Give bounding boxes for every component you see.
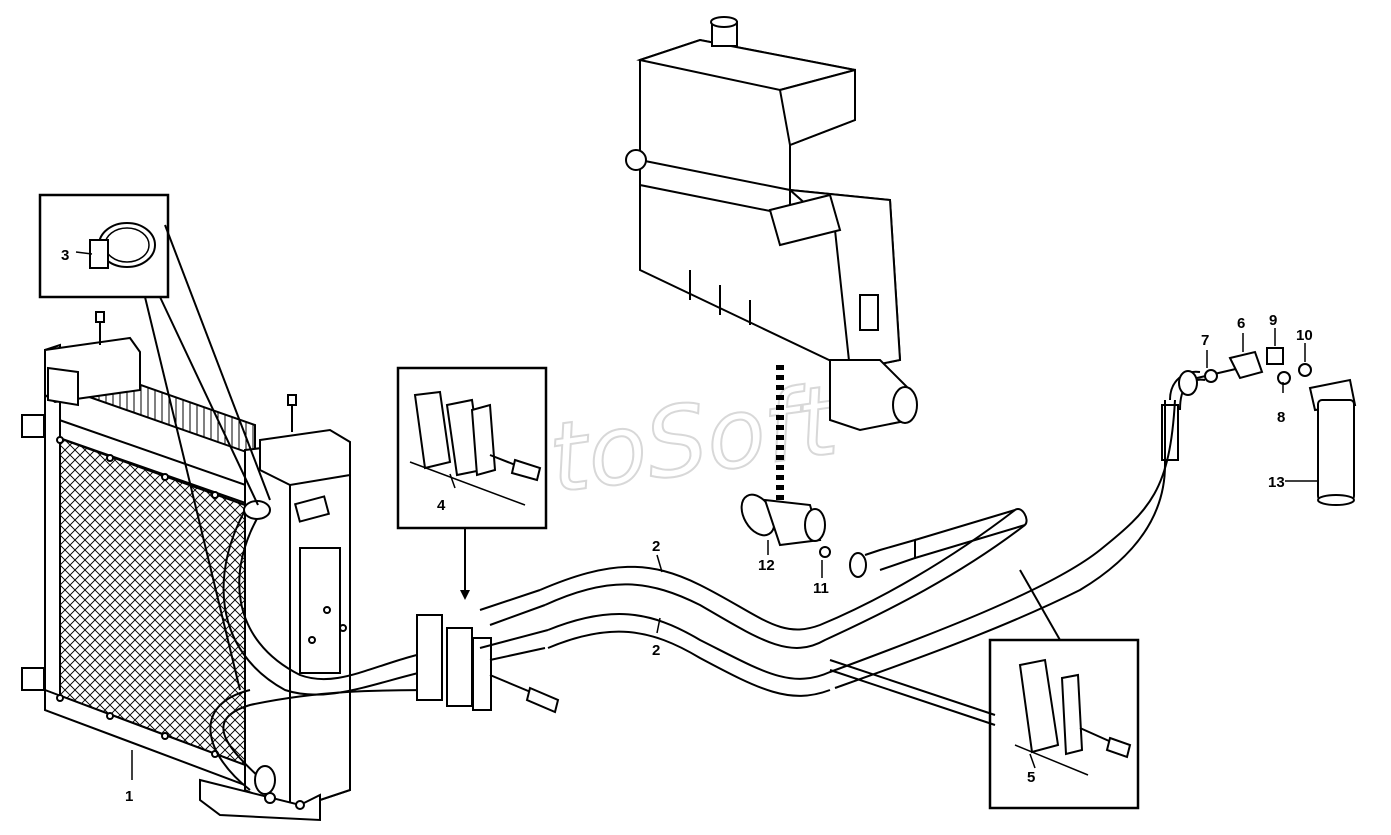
callout-1: 1	[125, 788, 133, 805]
hose-clamp-assembly	[416, 614, 560, 714]
callout-13: 13	[1268, 474, 1285, 491]
callout-10: 10	[1296, 327, 1313, 344]
main-hydraulic-pipes	[479, 370, 1206, 697]
callout-12: 12	[758, 557, 775, 574]
detail-box-clamp-4	[396, 366, 548, 600]
hydraulic-tank	[625, 16, 918, 432]
detail-box-clamp-3	[38, 193, 271, 691]
callout-leaders	[131, 328, 1318, 780]
callout-2-lower: 2	[652, 642, 660, 659]
oil-cooler-radiator	[21, 311, 351, 822]
detail-box-clamp-5	[829, 569, 1140, 810]
callout-9: 9	[1269, 312, 1277, 329]
cooler-hoses	[209, 500, 441, 795]
callout-2-upper: 2	[652, 538, 660, 555]
return-filter-assembly	[1178, 347, 1357, 506]
suction-fitting	[740, 493, 1026, 578]
callout-7: 7	[1201, 332, 1209, 349]
callout-5: 5	[1027, 769, 1035, 786]
callout-11: 11	[813, 580, 829, 597]
callout-8: 8	[1277, 409, 1285, 426]
callout-3: 3	[61, 247, 69, 264]
callout-6: 6	[1237, 315, 1245, 332]
callout-4: 4	[437, 497, 446, 514]
